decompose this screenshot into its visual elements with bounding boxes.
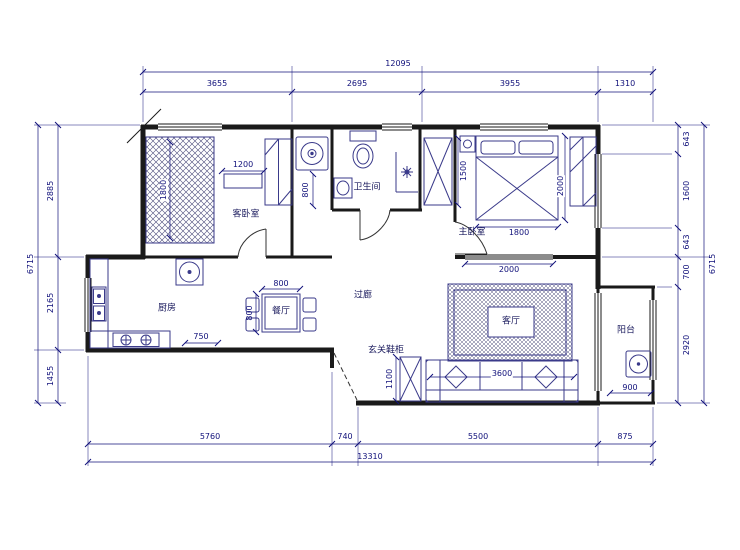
dim-top-seg-1: 2695 xyxy=(346,79,368,88)
master-nightstand xyxy=(459,135,476,153)
dim-right-seg-1: 1600 xyxy=(682,180,691,202)
master-wardrobe xyxy=(569,136,597,207)
room-label-master-bedroom: 主卧室 xyxy=(458,227,486,238)
room-label-corridor: 过廊 xyxy=(353,290,373,301)
window-guest-top xyxy=(158,122,222,132)
dim-right-total: 6715 xyxy=(708,253,717,275)
fridge xyxy=(175,258,204,286)
dim-right-seg-0: 643 xyxy=(682,131,691,147)
dim-inner-table-d: 800 xyxy=(245,305,254,321)
wash-basin xyxy=(333,177,353,199)
kitchen-counter-bottom xyxy=(89,330,171,349)
dimension-lines xyxy=(34,68,708,466)
dim-bottom-seg-3: 875 xyxy=(617,432,633,441)
doors xyxy=(237,209,488,401)
window-master-right xyxy=(593,154,603,228)
door-entry-dashed xyxy=(333,352,358,401)
dim-inner-cabinet-kitchen: 750 xyxy=(193,332,209,341)
dim-left-seg-1: 2165 xyxy=(46,292,55,314)
dim-left-seg-0: 2885 xyxy=(46,180,55,202)
window-bath-top xyxy=(382,122,412,132)
dim-bottom-seg-0: 5760 xyxy=(199,432,221,441)
room-label-entry-cabinet: 玄关鞋柜 xyxy=(367,345,405,356)
window-master-bottom xyxy=(465,253,553,261)
sofa xyxy=(425,359,579,403)
dim-bottom-seg-2: 5500 xyxy=(467,432,489,441)
room-label-balcony: 阳台 xyxy=(616,325,636,336)
dim-inner-balcony-washer: 900 xyxy=(622,383,638,392)
kitchen-sink xyxy=(91,286,107,322)
dim-inner-table-w: 800 xyxy=(273,279,289,288)
room-label-bathroom: 卫生间 xyxy=(353,182,381,193)
shower xyxy=(395,152,418,193)
dim-inner-bed-master-w: 1800 xyxy=(508,228,530,237)
dim-top-total: 12095 xyxy=(385,59,411,68)
room-label-dining: 餐厅 xyxy=(270,306,292,317)
window-balcony-right xyxy=(648,300,658,380)
dim-left-total: 6715 xyxy=(26,253,35,275)
door-bathroom xyxy=(359,209,391,241)
living-rug xyxy=(447,283,573,362)
door-guest-bedroom xyxy=(237,228,267,258)
dim-right-seg-3: 700 xyxy=(682,264,691,280)
dim-right-seg-2: 643 xyxy=(682,234,691,250)
window-kitchen-left xyxy=(83,278,93,332)
master-bed xyxy=(475,135,559,221)
room-label-living: 客厅 xyxy=(501,316,521,327)
dim-inner-tv-wall: 2000 xyxy=(498,265,520,274)
dim-inner-wardrobe-guest: 1200 xyxy=(232,160,254,169)
dim-inner-shoe-cabinet: 1100 xyxy=(385,368,394,390)
room-label-guest-bedroom: 客卧室 xyxy=(232,209,260,220)
guest-bed xyxy=(145,136,215,244)
dim-bottom-seg-1: 740 xyxy=(337,432,353,441)
dim-top-seg-2: 3955 xyxy=(499,79,521,88)
dim-left-seg-2: 1455 xyxy=(46,365,55,387)
dim-bottom-total: 13310 xyxy=(357,452,383,461)
room-label-kitchen: 厨房 xyxy=(157,303,177,314)
windows xyxy=(83,122,658,391)
door-master-bedroom xyxy=(454,221,488,255)
dim-inner-sofa: 3600 xyxy=(490,369,514,378)
shoe-cabinet xyxy=(399,356,422,402)
toilet xyxy=(349,130,377,169)
dim-top-seg-3: 1310 xyxy=(614,79,636,88)
window-living-balcony xyxy=(593,293,603,391)
hall-closet xyxy=(423,137,453,206)
balcony-washer xyxy=(625,350,652,378)
guest-wardrobe xyxy=(264,138,293,206)
washing-machine xyxy=(295,136,329,171)
dim-inner-laundry: 800 xyxy=(301,182,310,198)
guest-dresser xyxy=(223,173,263,189)
furniture xyxy=(89,130,652,403)
window-master-top xyxy=(480,122,548,132)
dim-top-seg-0: 3655 xyxy=(206,79,228,88)
dim-right-seg-4: 2920 xyxy=(682,334,691,356)
kitchen-stove xyxy=(112,332,160,347)
dim-inner-bed-guest: 1800 xyxy=(159,178,168,202)
dim-inner-closet: 1500 xyxy=(459,160,468,182)
dining-table xyxy=(261,293,301,333)
dim-inner-bed-master-len: 2000 xyxy=(556,174,565,198)
